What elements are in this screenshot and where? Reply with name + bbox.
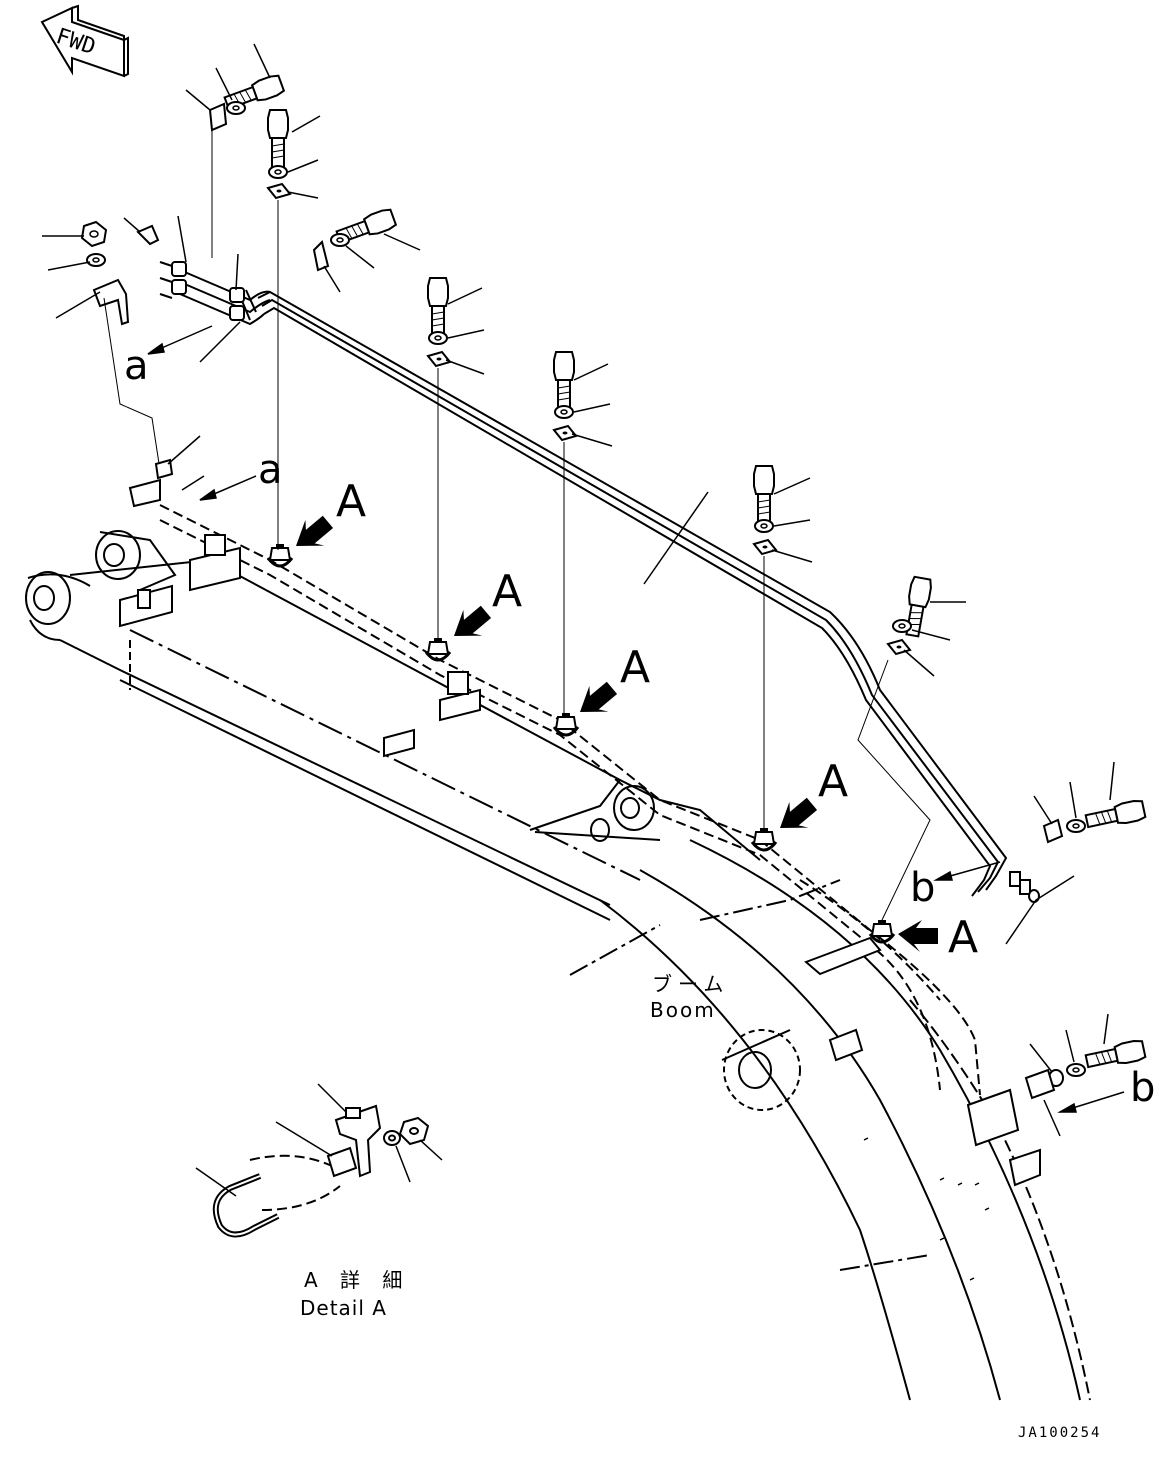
right-fittings (1009, 871, 1040, 903)
detail-a-title-en: Detail A (300, 1296, 387, 1320)
detail-a-arrow-1 (287, 509, 339, 560)
detail-callout-a-4: A (818, 756, 849, 807)
leader-lines (42, 43, 1115, 1137)
connection-label-a-1: a (124, 343, 149, 389)
detail-a-arrow-2 (445, 599, 497, 650)
detail-a-arrow-4 (771, 791, 823, 842)
hardware-stack-7 (857, 575, 934, 921)
hardware-right-b1 (1042, 798, 1147, 844)
boom-label-jp: ブーム (652, 972, 730, 996)
detail-callout-a-5: A (948, 912, 979, 963)
detail-callout-a-1: A (336, 476, 367, 527)
tube-assembly (179, 269, 1008, 897)
document-id: JA100254 (1018, 1425, 1102, 1441)
installed-clamp-3 (552, 711, 580, 737)
detail-callout-a-3: A (620, 642, 651, 693)
tube-installed-path (159, 504, 981, 1096)
fwd-arrow-icon (40, 4, 129, 78)
connection-arrows (147, 325, 1125, 1113)
boom-brackets (119, 478, 1041, 1187)
hardware-stack-4 (427, 277, 451, 640)
boom-outline (25, 530, 1091, 1401)
connection-label-b-1: b (910, 865, 936, 911)
detail-a-title-jp: A 詳 細 (304, 1268, 411, 1292)
connection-label-a-2: a (258, 447, 283, 493)
hardware-left (80, 220, 174, 480)
hardware-top-3 (312, 206, 398, 272)
hardware-stack-5 (553, 351, 577, 716)
connection-label-b-2: b (1130, 1065, 1156, 1111)
hardware-stack-6 (753, 465, 777, 832)
boom-label-en: Boom (650, 998, 716, 1022)
left-fittings (136, 224, 245, 321)
detail-a-arrow-3 (571, 675, 623, 726)
hardware-top-2 (267, 109, 291, 550)
detail-a-arrow-5 (898, 920, 938, 952)
installed-clamp-2 (424, 636, 452, 662)
hardware-top-1 (208, 72, 286, 258)
detail-a-drawing (212, 1104, 430, 1238)
installed-clamp-1 (266, 542, 294, 568)
detail-callout-a-2: A (492, 566, 523, 617)
detail-a-leaders (195, 1083, 443, 1197)
hardware-right-b2 (1024, 1038, 1147, 1100)
